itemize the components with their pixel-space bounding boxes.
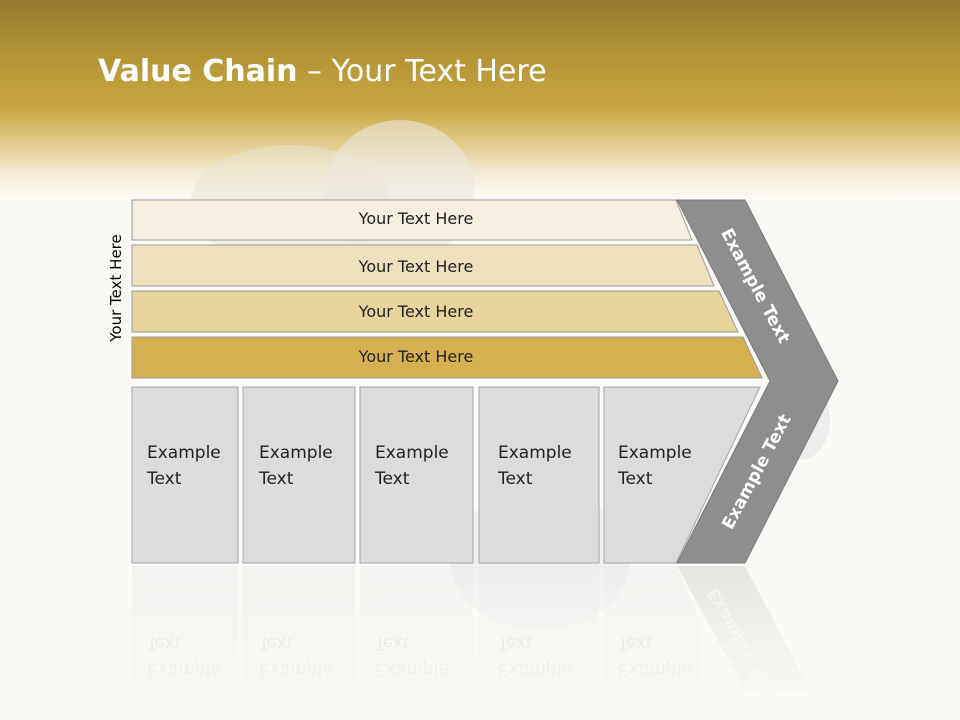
band-1 [131,199,693,241]
title-rest: – Your Text Here [297,54,547,89]
title-bold: Value Chain [98,54,298,89]
band-label-1: Your Text Here [358,209,474,228]
header-banner [0,0,960,200]
chevron-arrow [676,199,839,564]
reflection-fade [120,565,840,720]
band-label-4: Your Text Here [358,347,474,366]
band-4 [131,336,763,379]
activity-box-5 [603,386,761,564]
band-label-3: Your Text Here [358,302,474,321]
activity-box-2 [242,386,356,564]
band-3 [131,290,739,333]
activity-box-4 [478,386,600,564]
page-title: Value Chain – Your Text Here [98,54,547,89]
band-label-2: Your Text Here [358,257,474,276]
activity-box-1 [131,386,239,564]
activity-box-3 [359,386,474,564]
band-2 [131,244,715,287]
